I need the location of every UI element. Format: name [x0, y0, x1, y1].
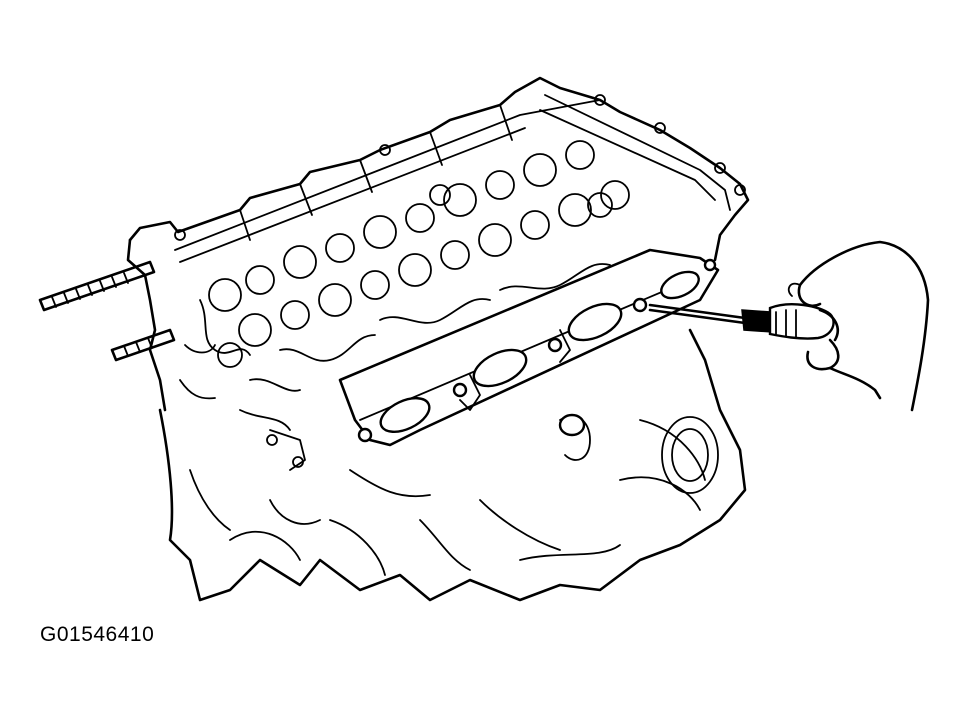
hand: [787, 240, 930, 412]
left-studs: [38, 260, 176, 362]
engine-block: [158, 328, 747, 602]
cylinder-head: [126, 76, 750, 471]
rim-bolts: [174, 94, 746, 241]
manifold-flange: [338, 248, 720, 447]
screwdriver: [648, 303, 835, 340]
figure-id-caption: G01546410: [40, 623, 155, 646]
